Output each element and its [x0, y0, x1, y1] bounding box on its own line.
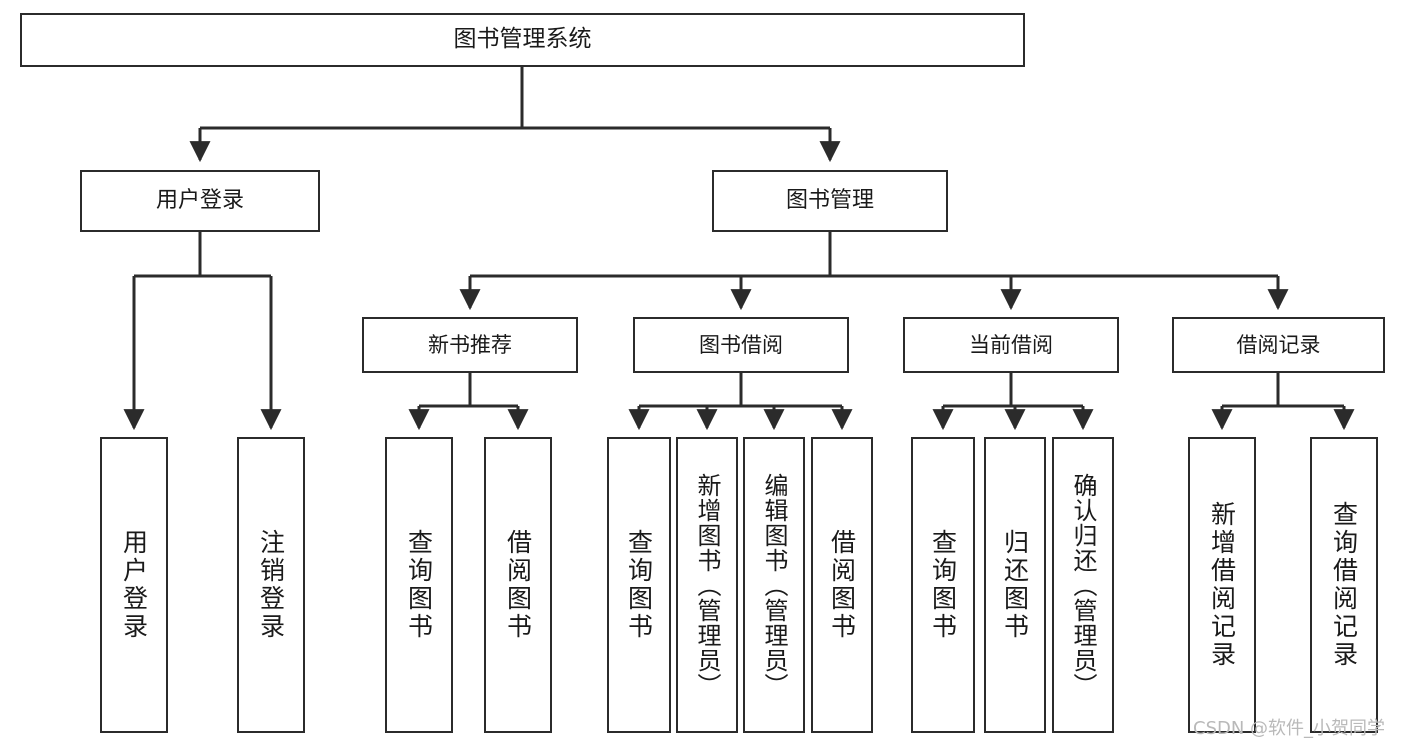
node-leaf-user-login[interactable]: 用户登录 [100, 437, 168, 733]
node-label: 新书推荐 [428, 332, 512, 357]
node-user-login[interactable]: 用户登录 [80, 170, 320, 232]
node-new-book-recommend[interactable]: 新书推荐 [362, 317, 578, 373]
node-label: 确认归还（管理员） [1069, 472, 1097, 698]
node-label: 查询借阅记录 [1329, 501, 1359, 669]
node-leaf-confirm-return[interactable]: 确认归还（管理员） [1052, 437, 1114, 733]
node-label: 用户登录 [155, 188, 244, 214]
node-leaf-query-book-recommend[interactable]: 查询图书 [385, 437, 453, 733]
node-leaf-borrow-book-recommend[interactable]: 借阅图书 [484, 437, 552, 733]
node-current-borrow[interactable]: 当前借阅 [903, 317, 1119, 373]
node-leaf-user-logout[interactable]: 注销登录 [237, 437, 305, 733]
node-root[interactable]: 图书管理系统 [20, 13, 1025, 67]
node-borrow-record[interactable]: 借阅记录 [1172, 317, 1385, 373]
node-leaf-query-book-borrow[interactable]: 查询图书 [607, 437, 671, 733]
node-label: 编辑图书（管理员） [760, 472, 788, 698]
node-book-management[interactable]: 图书管理 [712, 170, 948, 232]
csdn-watermark: CSDN @软件_小贺同学 [1193, 718, 1386, 739]
node-book-borrow[interactable]: 图书借阅 [633, 317, 849, 373]
node-label: 新增图书（管理员） [693, 472, 721, 698]
node-leaf-add-borrow-record[interactable]: 新增借阅记录 [1188, 437, 1256, 733]
node-label: 用户登录 [119, 529, 149, 641]
node-label: 查询图书 [928, 529, 958, 641]
node-leaf-borrow-book[interactable]: 借阅图书 [811, 437, 873, 733]
node-label: 图书管理系统 [453, 26, 592, 53]
node-label: 查询图书 [404, 529, 434, 641]
node-label: 借阅图书 [827, 529, 857, 641]
node-label: 新增借阅记录 [1207, 501, 1237, 669]
node-label: 注销登录 [256, 529, 286, 641]
node-leaf-return-book[interactable]: 归还图书 [984, 437, 1046, 733]
node-leaf-edit-book[interactable]: 编辑图书（管理员） [743, 437, 805, 733]
node-label: 借阅图书 [503, 529, 533, 641]
node-leaf-query-borrow-record[interactable]: 查询借阅记录 [1310, 437, 1378, 733]
node-label: 当前借阅 [969, 332, 1053, 357]
node-leaf-query-book-current[interactable]: 查询图书 [911, 437, 975, 733]
node-label: 借阅记录 [1236, 332, 1321, 357]
node-label: 图书管理 [785, 188, 874, 214]
node-leaf-add-book[interactable]: 新增图书（管理员） [676, 437, 738, 733]
node-label: 图书借阅 [699, 332, 783, 357]
node-label: 查询图书 [624, 529, 654, 641]
node-label: 归还图书 [1000, 529, 1030, 641]
